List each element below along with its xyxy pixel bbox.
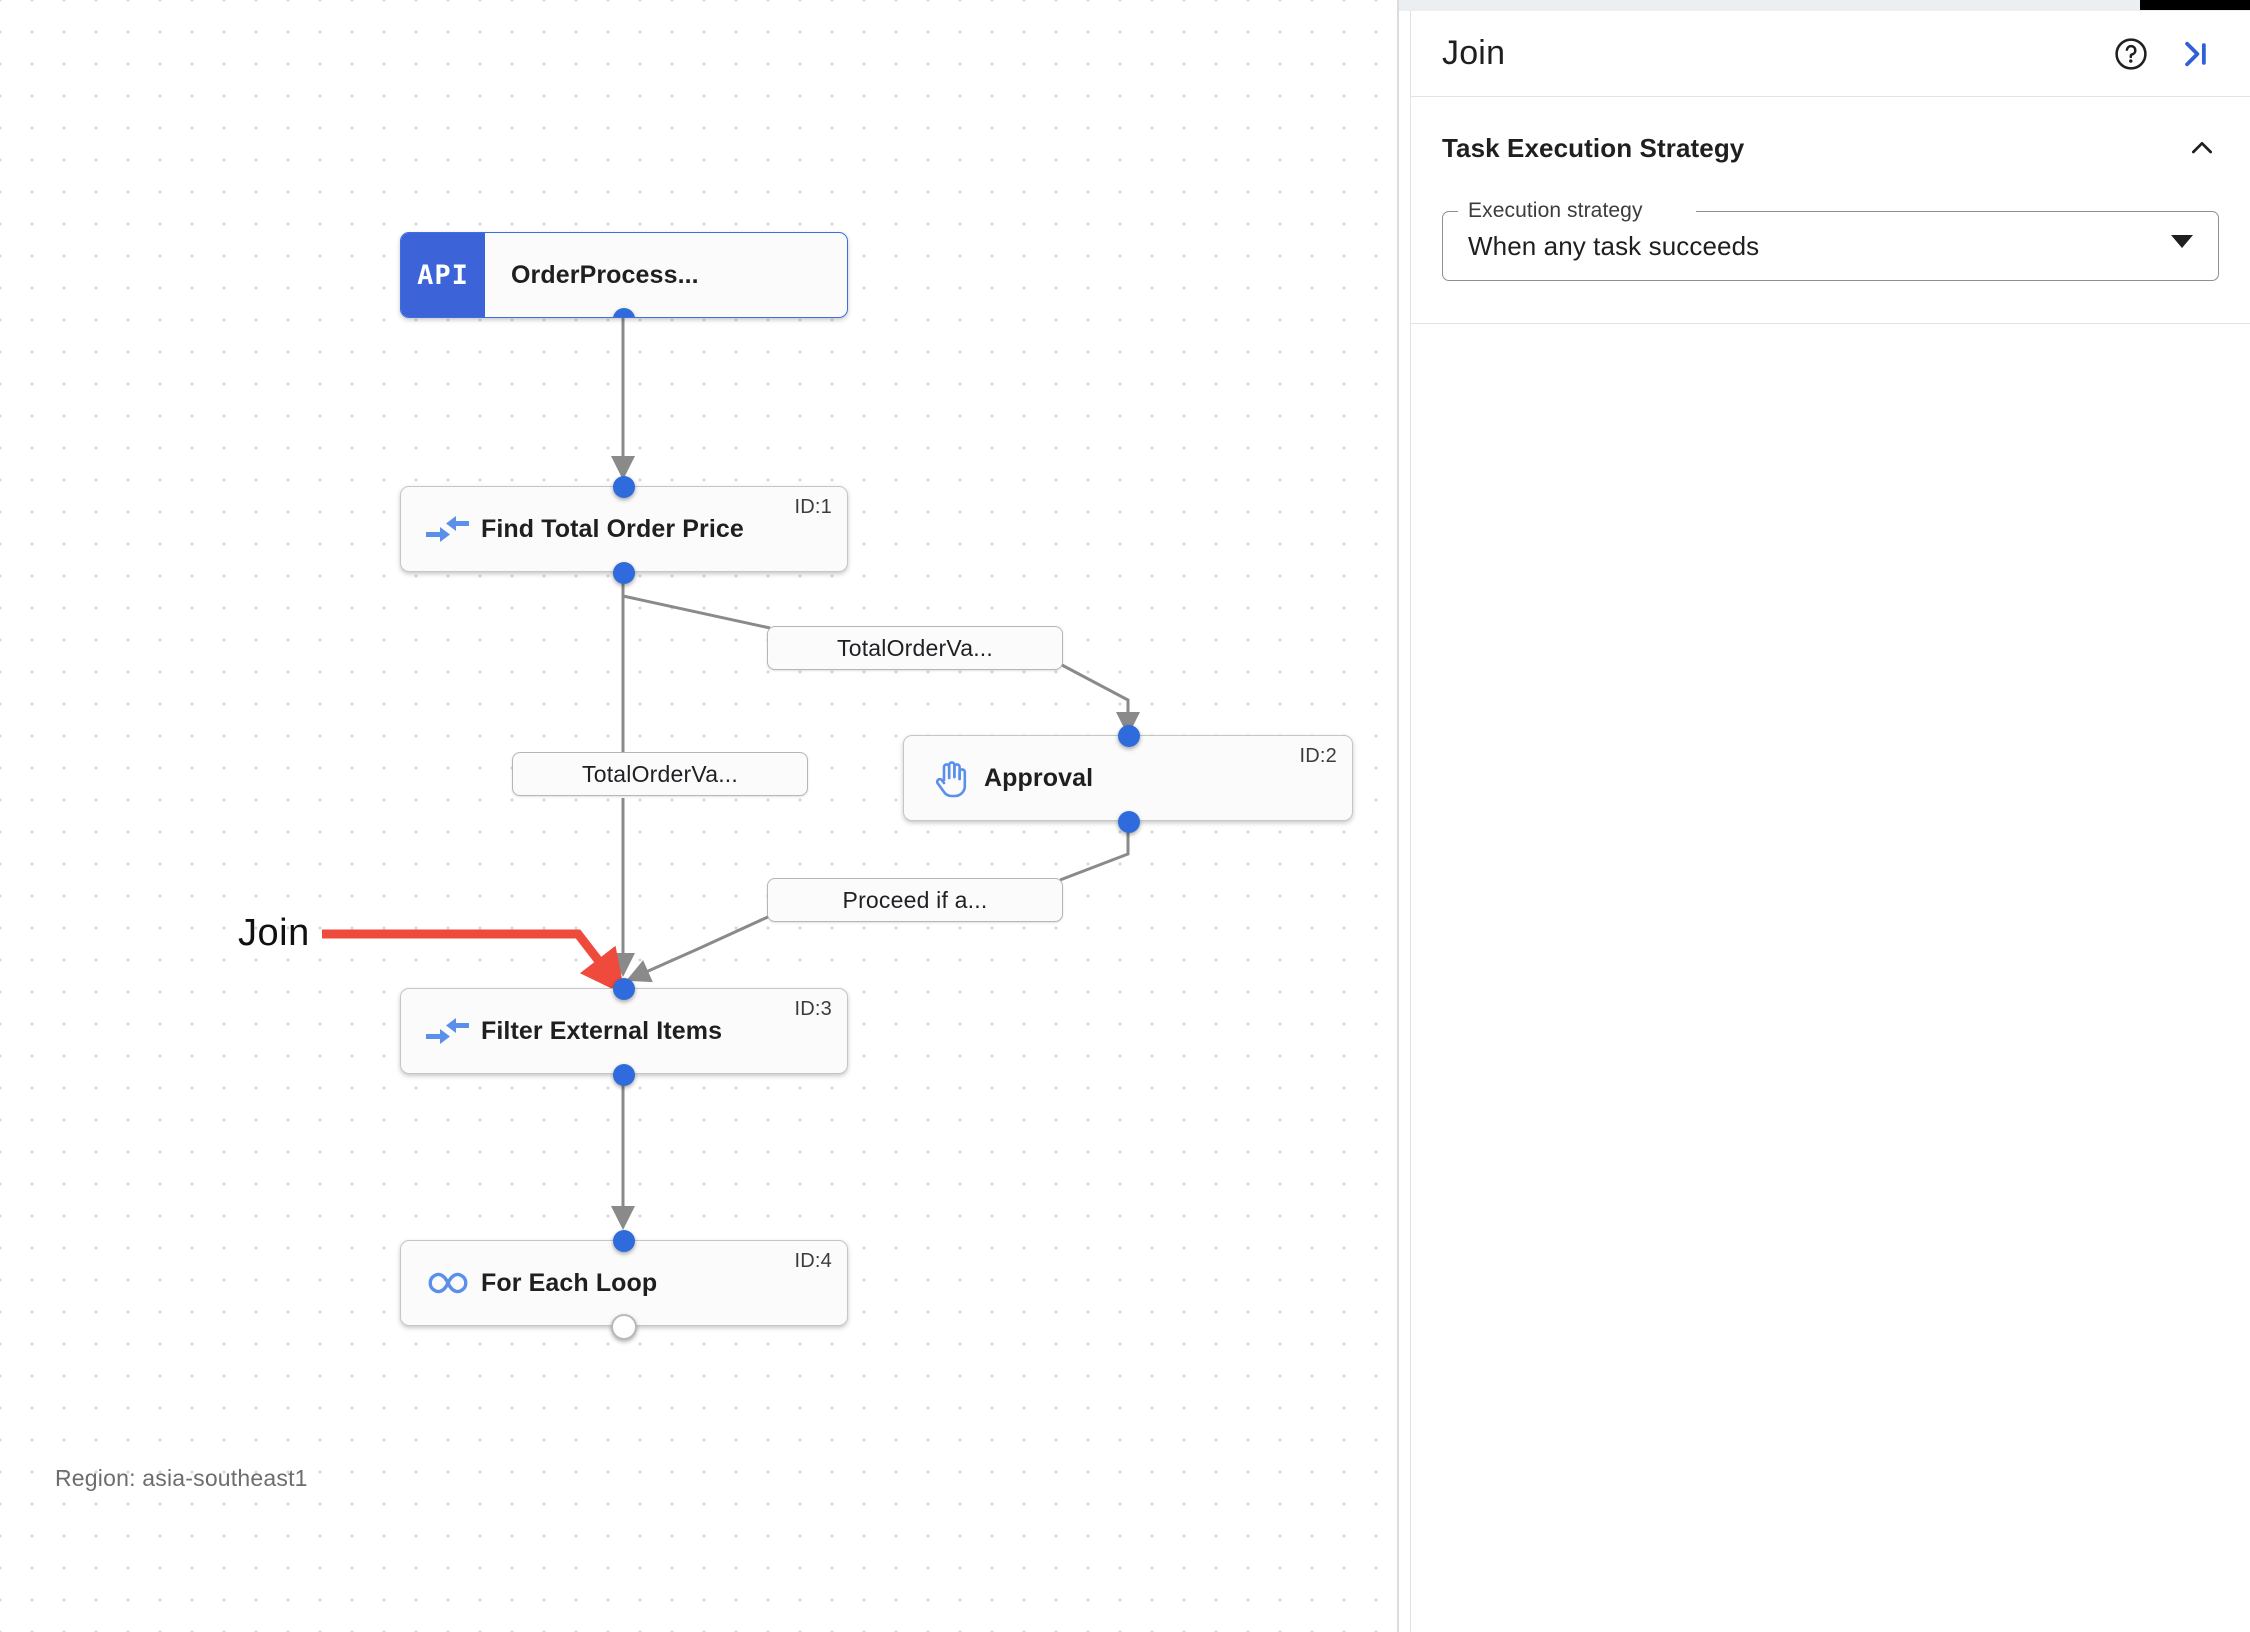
panel-title: Join bbox=[1442, 34, 1506, 72]
port-out[interactable] bbox=[1118, 811, 1140, 833]
api-chip-icon: API bbox=[401, 233, 485, 317]
panel-content: Join Task Execution bbox=[1410, 11, 2250, 1632]
port-out[interactable] bbox=[613, 562, 635, 584]
node-id-badge: ID:3 bbox=[794, 998, 832, 1020]
node-id-badge: ID:2 bbox=[1299, 745, 1337, 767]
port-in[interactable] bbox=[613, 978, 635, 1000]
side-panel: Join Task Execution bbox=[1399, 0, 2250, 1632]
execution-strategy-select[interactable]: Execution strategy When any task succeed… bbox=[1442, 199, 2219, 281]
select-label-notch bbox=[1458, 211, 1696, 212]
node-for-each-loop[interactable]: For Each Loop ID:4 bbox=[400, 1230, 848, 1340]
node-label: Find Total Order Price bbox=[481, 514, 744, 543]
execution-strategy-label: Execution strategy bbox=[1468, 199, 1643, 222]
panel-header: Join bbox=[1411, 11, 2250, 97]
merge-arrows-icon bbox=[415, 1014, 481, 1048]
task-execution-strategy-section: Task Execution Strategy Execution strate… bbox=[1411, 97, 2250, 324]
panel-corner-marker bbox=[2140, 0, 2250, 10]
collapse-panel-right-icon[interactable] bbox=[2172, 31, 2218, 77]
raised-hand-icon bbox=[918, 757, 984, 799]
chevron-up-icon[interactable] bbox=[2185, 131, 2219, 165]
node-find-total-order-price[interactable]: Find Total Order Price ID:1 bbox=[400, 476, 848, 584]
port-out[interactable] bbox=[613, 308, 635, 317]
select-outline bbox=[1442, 211, 2219, 281]
panel-top-strip bbox=[1399, 0, 2250, 11]
section-title: Task Execution Strategy bbox=[1442, 132, 1745, 163]
edge-label-proceed-if-approved[interactable]: Proceed if a... bbox=[767, 878, 1063, 922]
triangle-down-icon[interactable] bbox=[2171, 235, 2193, 248]
join-annotation-arrow bbox=[322, 929, 626, 996]
node-order-process-api[interactable]: API OrderProcess... bbox=[400, 232, 848, 318]
join-annotation-label: Join bbox=[238, 912, 310, 954]
node-approval[interactable]: Approval ID:2 bbox=[903, 725, 1353, 833]
port-in[interactable] bbox=[1118, 725, 1140, 747]
port-in[interactable] bbox=[613, 476, 635, 498]
section-header[interactable]: Task Execution Strategy bbox=[1442, 125, 2219, 171]
edge-label-total-order-value-2[interactable]: TotalOrderVa... bbox=[512, 752, 808, 796]
port-out-loop[interactable] bbox=[611, 1314, 637, 1340]
node-label: OrderProcess... bbox=[511, 260, 699, 289]
node-label: Filter External Items bbox=[481, 1016, 723, 1045]
canvas-panel-divider bbox=[1397, 0, 1399, 1632]
port-out[interactable] bbox=[613, 1064, 635, 1086]
execution-strategy-value: When any task succeeds bbox=[1468, 231, 1760, 261]
node-label: Approval bbox=[984, 763, 1094, 792]
infinity-loop-icon bbox=[415, 1269, 481, 1297]
merge-arrows-icon bbox=[415, 512, 481, 546]
node-label: For Each Loop bbox=[481, 1268, 658, 1297]
port-in[interactable] bbox=[613, 1230, 635, 1252]
workflow-canvas[interactable]: Join API OrderProcess... Find Total Orde… bbox=[0, 0, 1398, 1632]
node-filter-external-items[interactable]: Filter External Items ID:3 bbox=[400, 978, 848, 1086]
help-circle-icon[interactable] bbox=[2108, 31, 2154, 77]
edge-label-total-order-value-1[interactable]: TotalOrderVa... bbox=[767, 626, 1063, 670]
node-id-badge: ID:4 bbox=[794, 1250, 832, 1272]
region-label: Region: asia-southeast1 bbox=[55, 1465, 308, 1491]
node-id-badge: ID:1 bbox=[794, 496, 832, 518]
